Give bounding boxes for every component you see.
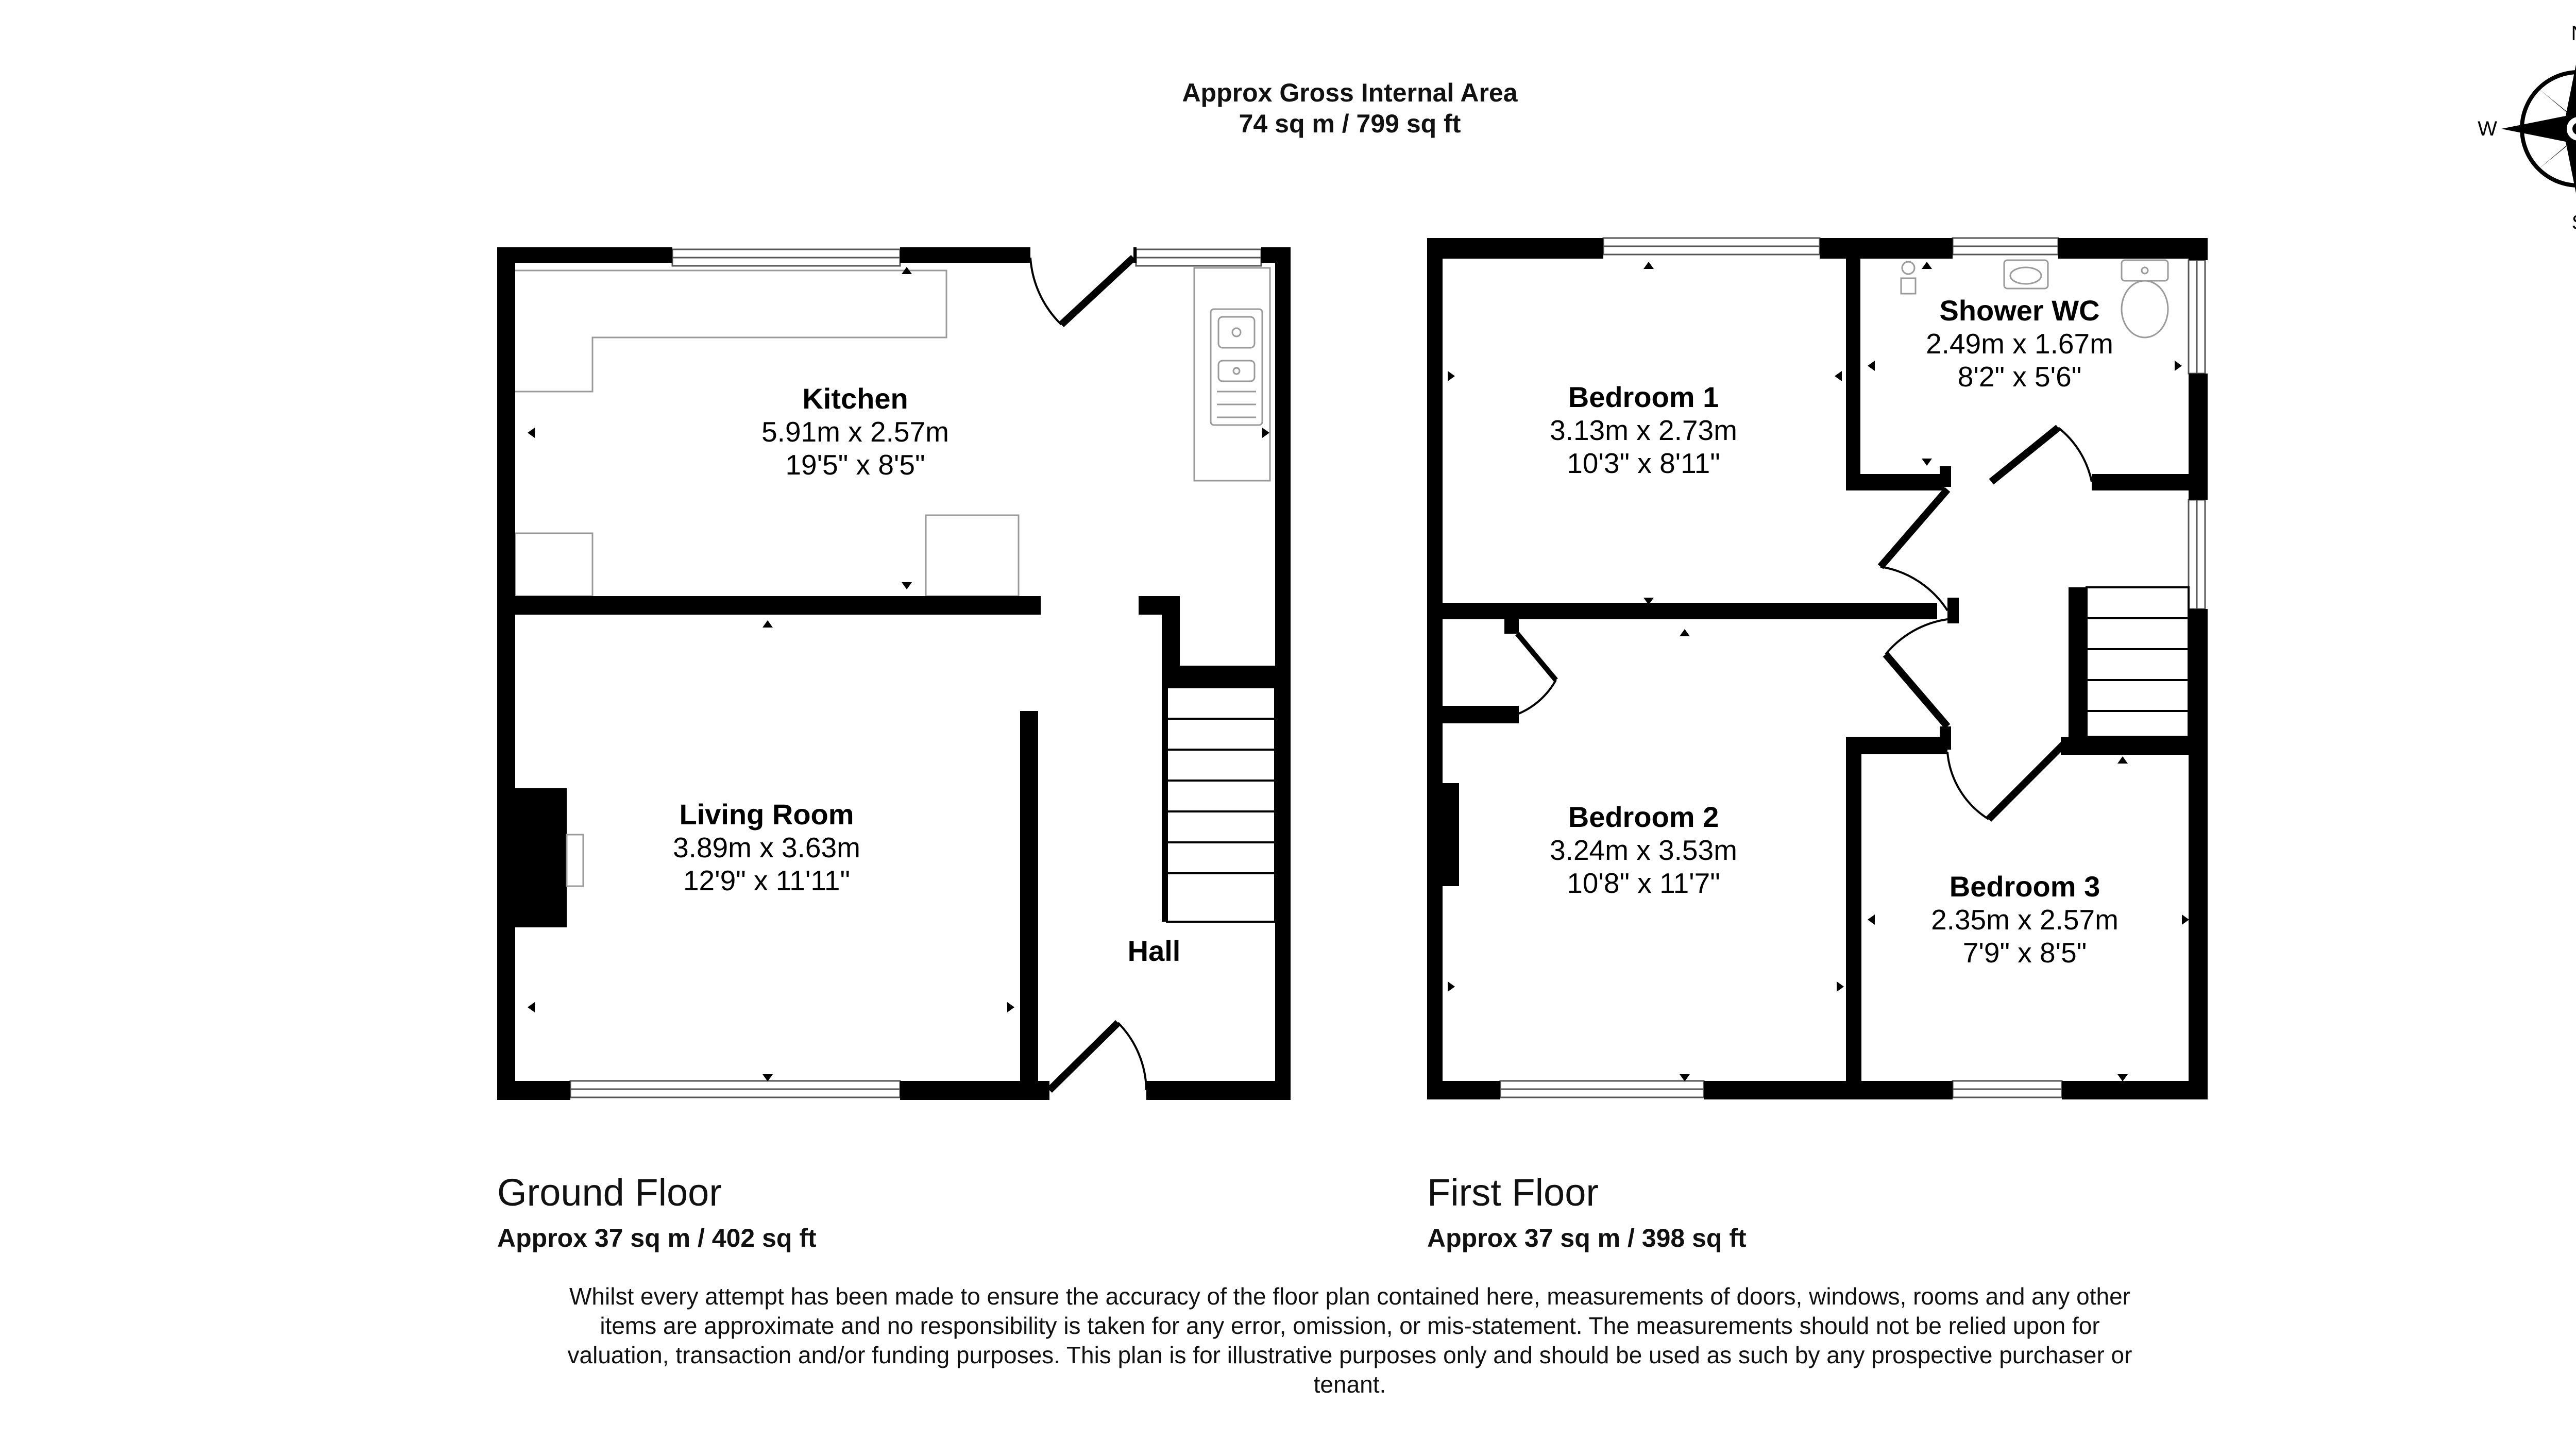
compass-north-label: N xyxy=(2571,22,2576,45)
compass-rose-icon: N S E W xyxy=(2478,22,2576,234)
bedroom-1-name: Bedroom 1 xyxy=(1568,381,1719,413)
compass-south-label: S xyxy=(2572,211,2576,234)
first-floor-doors xyxy=(1515,425,2093,822)
shower-wc-metric: 2.49m x 1.67m xyxy=(1926,328,2113,360)
bedroom-3-name: Bedroom 3 xyxy=(1950,870,2100,903)
bedroom-2-imperial: 10'8" x 11'7" xyxy=(1567,867,1720,899)
kitchen-sink-icon xyxy=(1210,308,1263,426)
first-floor-area: Approx 37 sq m / 398 sq ft xyxy=(1427,1224,1747,1252)
shower-wc-fixtures xyxy=(1900,259,2169,338)
bedroom-2-metric: 3.24m x 3.53m xyxy=(1550,834,1737,866)
living-room-imperial: 12'9" x 11'11" xyxy=(683,865,850,896)
kitchen-imperial: 19'5" x 8'5" xyxy=(785,449,925,481)
ground-floor-title: Ground Floor xyxy=(497,1171,722,1214)
first-floor-stairs xyxy=(2086,586,2190,738)
first-floor-measure-arrows xyxy=(1448,262,2189,1081)
ground-floor-walls xyxy=(497,247,1291,1100)
bedroom-1-metric: 3.13m x 2.73m xyxy=(1550,414,1737,446)
ground-floor-caption: Ground Floor Approx 37 sq m / 402 sq ft xyxy=(497,1172,817,1253)
gross-area-heading: Approx Gross Internal Area 74 sq m / 799… xyxy=(0,77,2576,139)
ground-floor-doors xyxy=(1029,255,1147,1093)
fireplace-hearth xyxy=(566,834,584,887)
first-floor-walls xyxy=(1427,238,2208,1099)
kitchen-name: Kitchen xyxy=(802,382,908,415)
gross-area-value: 74 sq m / 799 sq ft xyxy=(1239,109,1461,138)
bedroom-3-imperial: 7'9" x 8'5" xyxy=(1963,937,2087,969)
disclaimer-text: Whilst every attempt has been made to en… xyxy=(567,1283,2132,1398)
living-room-name: Living Room xyxy=(679,798,854,831)
ground-floor-windows xyxy=(569,248,1262,1098)
ground-floor-stairs xyxy=(1166,686,1276,923)
shower-wc-imperial: 8'2" x 5'6" xyxy=(1958,361,2081,393)
kitchen-metric: 5.91m x 2.57m xyxy=(761,416,949,448)
room-labels: Kitchen 5.91m x 2.57m 19'5" x 8'5" Livin… xyxy=(673,294,2119,969)
bedroom-3-metric: 2.35m x 2.57m xyxy=(1931,904,2119,936)
ground-floor-area: Approx 37 sq m / 402 sq ft xyxy=(497,1224,817,1252)
bedroom-1-imperial: 10'3" x 8'11" xyxy=(1567,447,1720,479)
hall-name: Hall xyxy=(1128,935,1181,967)
living-room-metric: 3.89m x 3.63m xyxy=(673,832,860,863)
ground-floor-plan xyxy=(497,247,1291,1100)
kitchen-units xyxy=(514,267,1271,597)
shower-wc-name: Shower WC xyxy=(1939,294,2099,327)
bedroom-2-name: Bedroom 2 xyxy=(1568,801,1719,833)
gross-area-title: Approx Gross Internal Area xyxy=(1182,78,1518,107)
ground-floor-measure-arrows xyxy=(528,267,1269,1081)
first-floor-plan xyxy=(1427,237,2208,1099)
first-floor-caption: First Floor Approx 37 sq m / 398 sq ft xyxy=(1427,1172,1747,1253)
first-floor-title: First Floor xyxy=(1427,1171,1599,1214)
compass-west-label: W xyxy=(2478,117,2497,140)
